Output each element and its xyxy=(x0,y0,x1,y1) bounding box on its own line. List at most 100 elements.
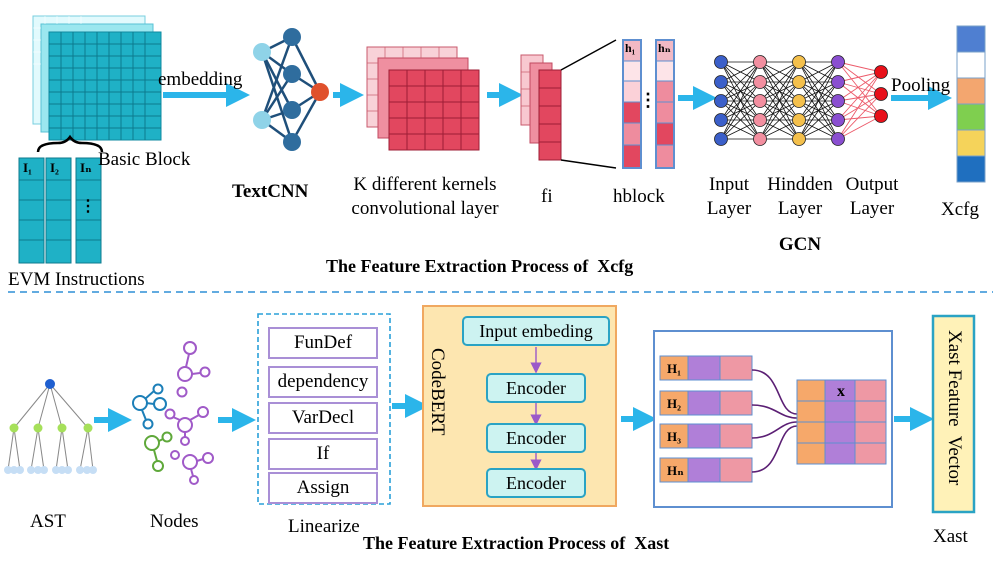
basic-block-stack xyxy=(32,15,162,141)
gcn-node xyxy=(792,55,806,69)
output-layer-label-1: Output xyxy=(845,174,899,195)
matrix-cell xyxy=(854,421,887,444)
gcn-node xyxy=(831,113,845,127)
matrix-cell xyxy=(854,379,887,402)
hidden-cell-orange xyxy=(659,457,689,483)
linearize-label: Linearize xyxy=(288,516,360,537)
hidden-label-n: Hₙ xyxy=(667,463,684,478)
encoder-box-2: Encoder xyxy=(486,423,586,453)
brace-icon xyxy=(36,134,104,153)
linearized-item-assign: Assign xyxy=(268,472,378,504)
hidden-cell-pink xyxy=(719,390,753,416)
textcnn-network xyxy=(253,28,329,151)
gcn-label: GCN xyxy=(778,234,822,255)
fi-feature-maps xyxy=(520,39,617,169)
gcn-network xyxy=(714,55,888,146)
kernels-label-line2: convolutional layer xyxy=(351,198,499,219)
instr-label-1: I₁ xyxy=(23,160,32,175)
pool-cell xyxy=(956,51,986,79)
basic-block-label: Basic Block xyxy=(98,149,191,170)
gcn-node xyxy=(792,113,806,127)
xast-feature-box xyxy=(931,314,976,514)
linearized-item-if: If xyxy=(268,438,378,470)
gcn-node xyxy=(831,132,845,146)
linearized-item-fundef: FunDef xyxy=(268,327,378,359)
gcn-node xyxy=(792,94,806,108)
pool-cell xyxy=(956,129,986,157)
hidden-cell-pink xyxy=(719,457,753,483)
fi-label: fi xyxy=(541,186,553,207)
pool-cell xyxy=(956,77,986,105)
x-label: x xyxy=(837,383,845,400)
gcn-node xyxy=(792,132,806,146)
hn-label: hₙ xyxy=(658,41,671,55)
gcn-node xyxy=(714,132,728,146)
hidden-cell-purple xyxy=(687,423,721,449)
evm-instructions-label: EVM Instructions xyxy=(8,269,145,290)
matrix-cell xyxy=(796,379,826,402)
kernel-stack xyxy=(366,46,480,151)
instr-label-n: Iₙ xyxy=(80,160,92,175)
ast-tree xyxy=(4,379,97,474)
matrix-cell xyxy=(796,442,826,465)
input-layer-label-2: Layer xyxy=(706,198,752,219)
textcnn-label: TextCNN xyxy=(232,181,309,202)
xcfg-label: Xcfg xyxy=(941,199,979,220)
matrix-cell xyxy=(824,442,856,465)
matrix-cell xyxy=(796,421,826,444)
gcn-node xyxy=(753,132,767,146)
gcn-node xyxy=(753,94,767,108)
hidden-label-3: H₃ xyxy=(667,429,682,444)
hidden-state-rows xyxy=(659,355,753,483)
hidden-connectors xyxy=(751,369,798,473)
xast-caption: The Feature Extraction Process of Xast xyxy=(363,533,670,553)
encoder-box-3: Encoder xyxy=(486,468,586,498)
pool-cell xyxy=(956,25,986,53)
gcn-node xyxy=(831,75,845,89)
gcn-node xyxy=(831,55,845,69)
codebert-label: CodeBERT xyxy=(427,348,448,436)
xast-label: Xast xyxy=(933,526,968,547)
gcn-node xyxy=(792,75,806,89)
gcn-output-node xyxy=(874,87,888,101)
pool-cell xyxy=(956,155,986,183)
input-layer-label-1: Input xyxy=(708,174,750,195)
hidden-cell-orange xyxy=(659,355,689,381)
kernels-label-line1: K different kernels xyxy=(353,174,497,195)
encoder-box-1: Encoder xyxy=(486,373,586,403)
svg-text:⋮: ⋮ xyxy=(80,198,96,215)
pooling-vector xyxy=(956,25,986,183)
gcn-node xyxy=(714,55,728,69)
matrix-cell xyxy=(824,400,856,423)
svg-text:⋮: ⋮ xyxy=(639,90,657,110)
pooling-label: Pooling xyxy=(891,75,951,96)
hidden-cell-pink xyxy=(719,355,753,381)
xast-arrows xyxy=(94,394,934,432)
matrix-cell xyxy=(854,442,887,465)
matrix-cell xyxy=(796,400,826,423)
hidden-cell-purple xyxy=(687,457,721,483)
hidden-cell-purple xyxy=(687,390,721,416)
input-embedding-box: Input embeding xyxy=(462,316,610,346)
gcn-output-node xyxy=(874,109,888,123)
hidden-label-1: H₁ xyxy=(667,361,682,376)
gcn-node xyxy=(831,94,845,108)
gcn-node xyxy=(714,113,728,127)
ast-label: AST xyxy=(30,511,66,532)
gcn-node xyxy=(714,75,728,89)
hblock-columns: ⋮ xyxy=(622,39,675,169)
gcn-output-node xyxy=(874,65,888,79)
linearized-item-dependency: dependency xyxy=(268,366,378,398)
attention-matrix xyxy=(796,379,887,465)
gcn-node xyxy=(714,94,728,108)
hidden-layer-label-2: Layer xyxy=(777,198,823,219)
embedding-label: embedding xyxy=(158,69,243,90)
xast-feature-vector-label: Xast Feature Vector xyxy=(944,330,965,486)
ast-node-icons xyxy=(132,341,214,485)
pool-cell xyxy=(956,103,986,131)
matrix-cell xyxy=(854,400,887,423)
gcn-node xyxy=(753,75,767,89)
linearized-item-vardecl: VarDecl xyxy=(268,402,378,434)
gcn-node xyxy=(753,55,767,69)
